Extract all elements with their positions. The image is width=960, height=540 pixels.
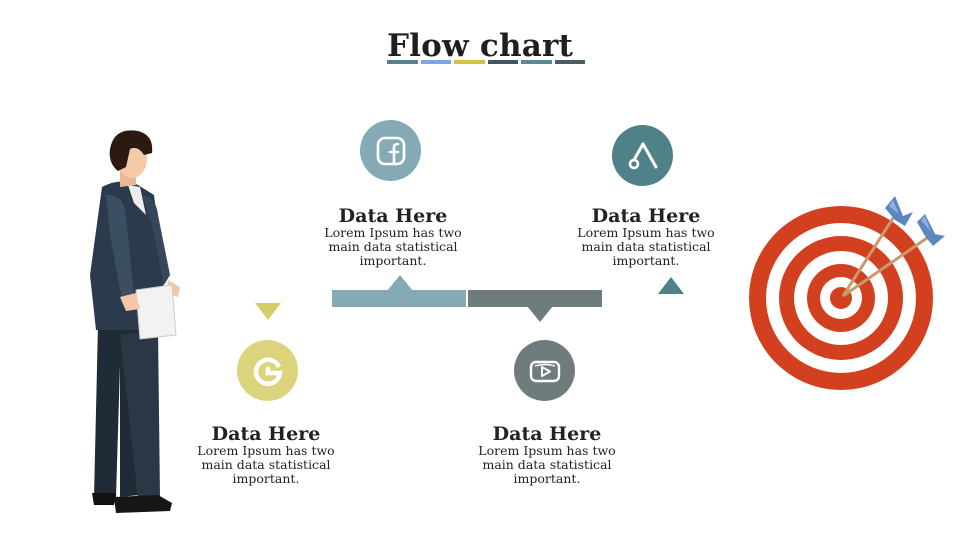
- title-bar-5: [521, 60, 552, 64]
- up-marker-facebook: [387, 275, 413, 291]
- down-marker-youtube: [527, 306, 553, 322]
- title-bar-1: [387, 60, 418, 64]
- target-with-arrows-illustration: [749, 196, 945, 390]
- up-marker-adobe: [658, 277, 684, 294]
- adobe-circle: [612, 125, 673, 186]
- step-text-youtube: Lorem Ipsum has two main data statistica…: [478, 443, 616, 486]
- step-text-adobe: Lorem Ipsum has two main data statistica…: [577, 225, 715, 268]
- down-marker-google: [255, 303, 281, 320]
- youtube-icon: [529, 360, 560, 382]
- flow-bar-left: [332, 290, 466, 307]
- title-bar-6: [554, 60, 585, 64]
- google-icon: [253, 357, 283, 386]
- facebook-circle: [360, 120, 421, 181]
- google-circle: [237, 340, 298, 401]
- step-heading-google: Data Here: [211, 423, 321, 445]
- title-underline: [387, 60, 585, 65]
- businessman-illustration: [90, 130, 180, 513]
- step-heading-facebook: Data Here: [338, 205, 448, 227]
- youtube-circle: [514, 340, 575, 401]
- title-bar-3: [454, 60, 485, 64]
- step-text-google: Lorem Ipsum has two main data statistica…: [197, 443, 335, 486]
- facebook-icon: [376, 136, 405, 165]
- step-heading-adobe: Data Here: [591, 205, 701, 227]
- adobe-icon: [628, 142, 657, 169]
- step-heading-youtube: Data Here: [492, 423, 602, 445]
- title-bar-4: [487, 60, 518, 64]
- step-text-facebook: Lorem Ipsum has two main data statistica…: [324, 225, 462, 268]
- title-bar-2: [420, 60, 451, 64]
- flow-bar-right: [468, 290, 602, 307]
- page-title: Flow chart: [386, 28, 574, 64]
